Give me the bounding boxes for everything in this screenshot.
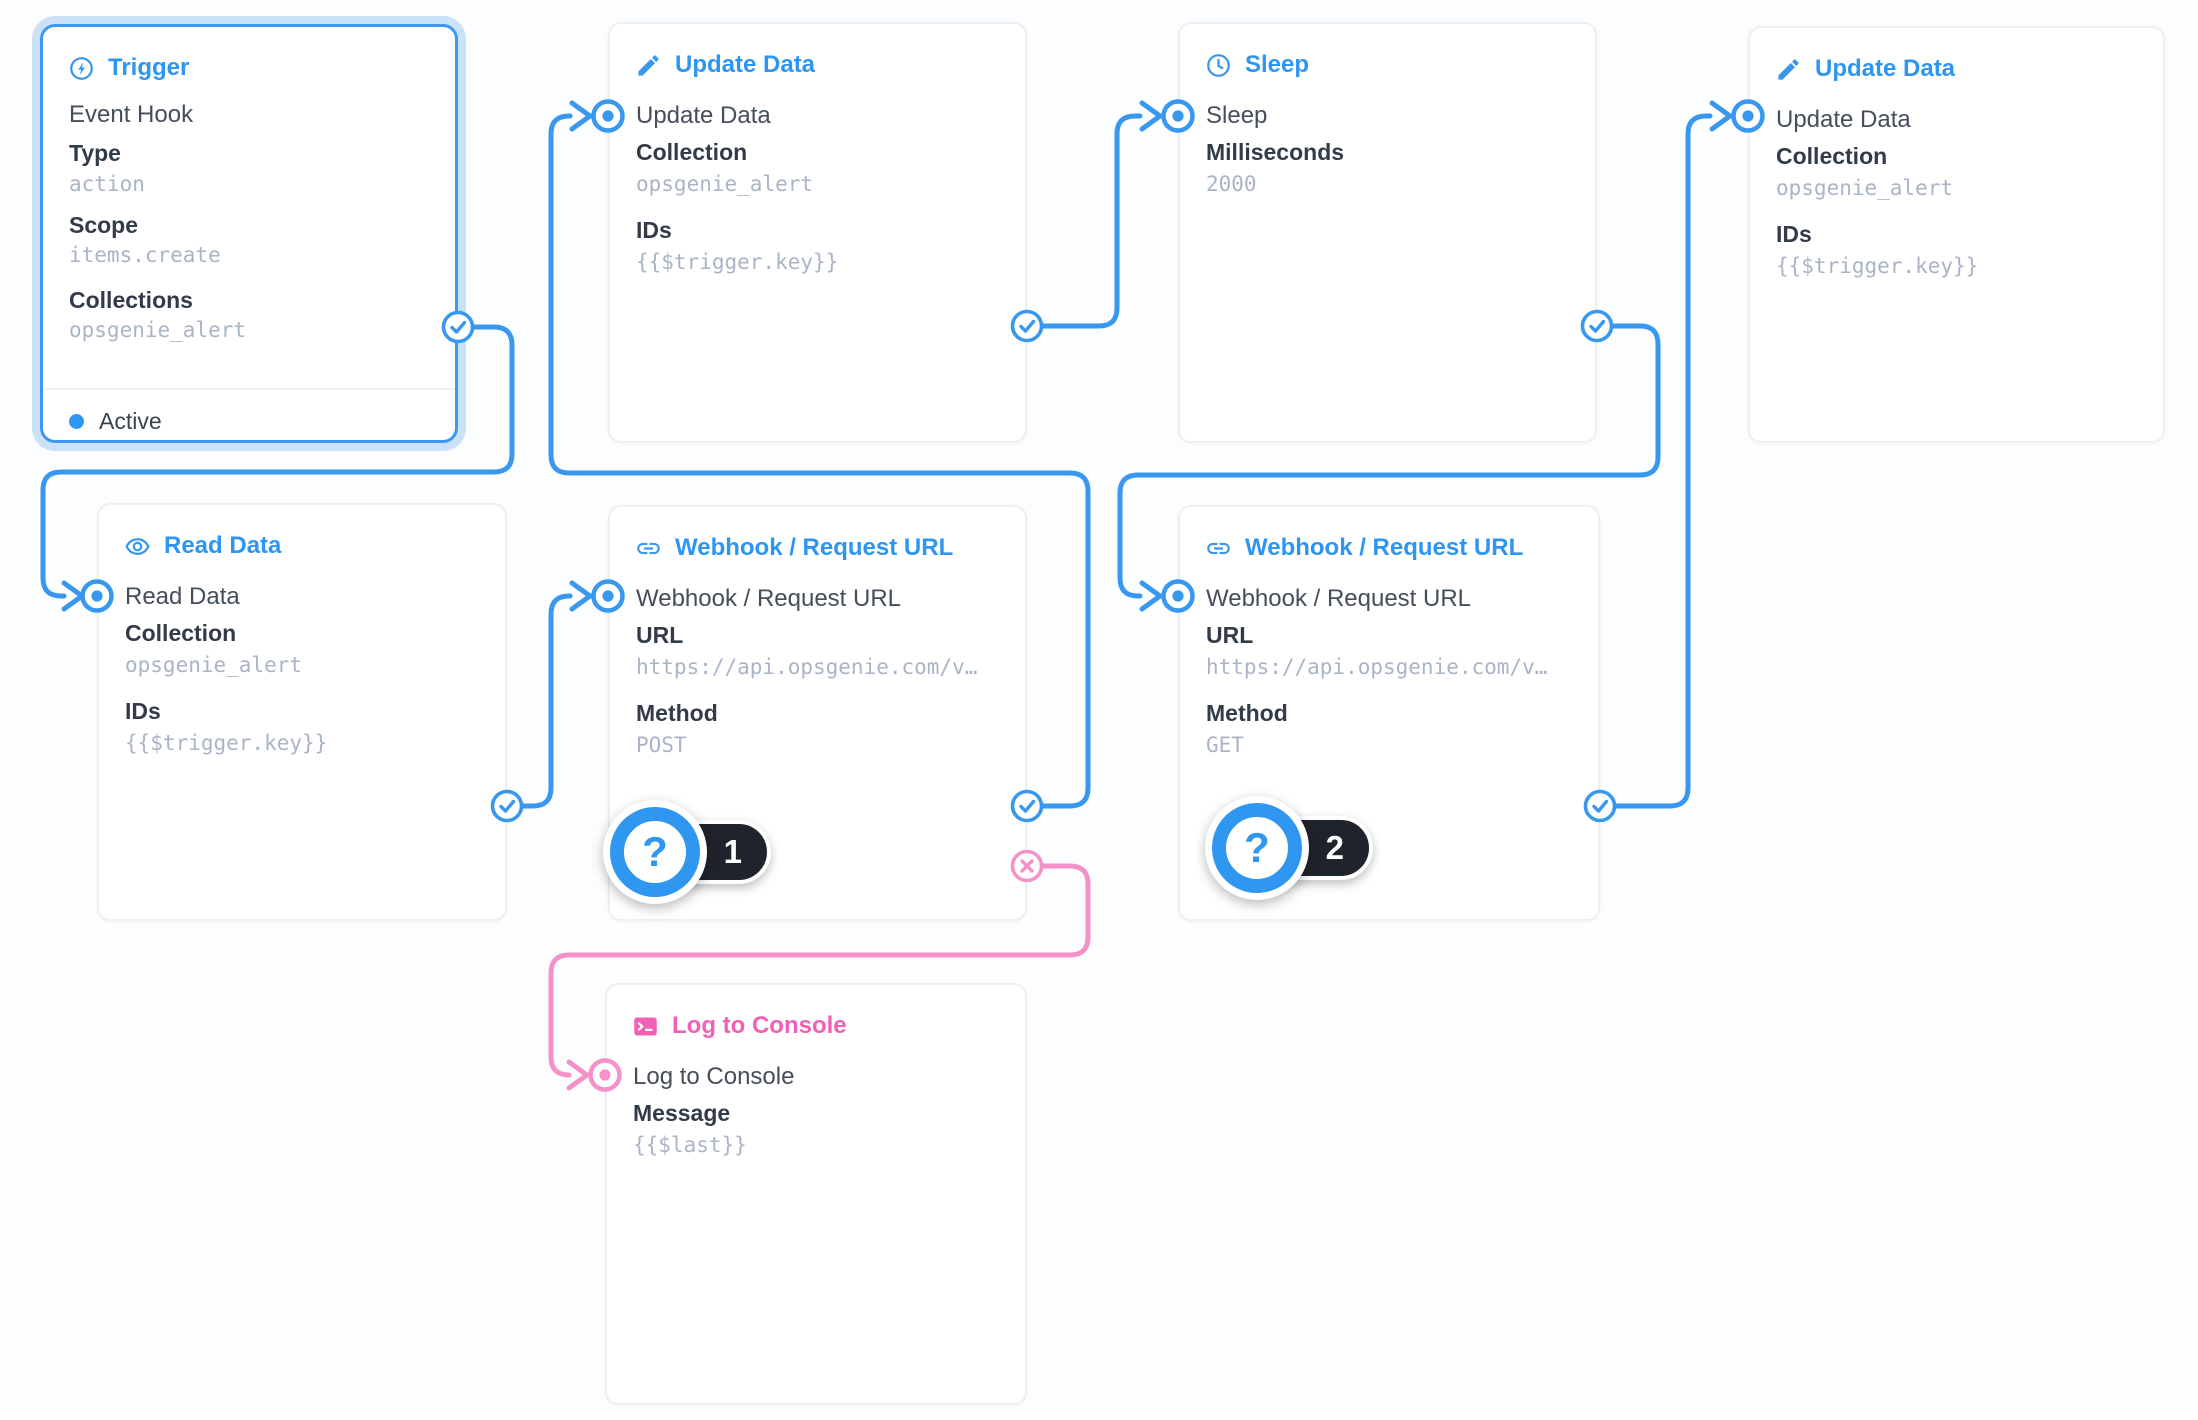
arrowhead-icon (1139, 580, 1163, 612)
field-label: Collections (69, 287, 193, 313)
arrowhead-icon (61, 580, 85, 612)
field-value: POST (636, 733, 687, 757)
input-node-webhook-post[interactable] (591, 579, 625, 613)
field-value: https://api.opsgenie.com/v… (1206, 655, 1548, 679)
field-value: opsgenie_alert (1776, 176, 1954, 200)
field-value: opsgenie_alert (69, 318, 247, 342)
status-badge: Active (69, 408, 162, 435)
input-node-update-data-1[interactable] (591, 99, 625, 133)
input-node-webhook-get[interactable] (1161, 579, 1195, 613)
field-label: Message (633, 1100, 731, 1126)
run-badge-number: 2 (1325, 829, 1344, 866)
bolt-circle-icon (68, 55, 95, 82)
link-icon (635, 535, 662, 562)
reject-node-webhook-post[interactable] (1010, 849, 1044, 883)
arrowhead-icon (1709, 100, 1733, 132)
divider (43, 388, 455, 390)
field-value: {{$trigger.key}} (125, 731, 328, 755)
field-value: {{$last}} (633, 1133, 747, 1157)
field-label: URL (1206, 622, 1254, 648)
resolve-node-update-data-1[interactable] (1010, 309, 1044, 343)
resolve-node-read-data[interactable] (490, 789, 524, 823)
resolve-node-trigger[interactable] (441, 310, 475, 344)
field-label: Method (1206, 700, 1288, 726)
operation-panel-update-data-2[interactable]: Update Data Update Data Collection opsge… (1748, 26, 2165, 443)
pencil-icon (635, 52, 662, 79)
connection-update-data-1-to-sleep (1038, 113, 1143, 329)
field-label: Type (69, 140, 121, 166)
field-value: {{$trigger.key}} (636, 250, 839, 274)
run-badge-number: 1 (723, 833, 742, 870)
field-label: Method (636, 700, 718, 726)
question-badge-icon: ? (603, 800, 707, 904)
field-value: 2000 (1206, 172, 1257, 196)
operation-name: Sleep (1206, 102, 1268, 129)
operation-panel-update-data-1[interactable]: Update Data Update Data Collection opsge… (608, 22, 1027, 443)
input-node-update-data-2[interactable] (1731, 99, 1765, 133)
question-badge-icon: ? (1205, 796, 1309, 900)
input-node-sleep[interactable] (1161, 99, 1195, 133)
field-value: opsgenie_alert (125, 653, 303, 677)
connection-webhook-get-to-update-data-2 (1611, 113, 1713, 809)
arrowhead-icon (569, 580, 593, 612)
arrowhead-icon (1139, 100, 1163, 132)
panel-title: Read Data (164, 532, 282, 559)
arrowhead-icon (566, 1059, 590, 1091)
panel-title: Webhook / Request URL (675, 534, 954, 561)
field-value: GET (1206, 733, 1244, 757)
panel-title: Sleep (1245, 51, 1310, 78)
field-label: Milliseconds (1206, 139, 1345, 165)
field-label: Collection (636, 139, 748, 165)
active-dot-icon (69, 414, 84, 429)
field-label: IDs (636, 217, 672, 243)
field-label: Collection (125, 620, 237, 646)
arrowhead-icon (569, 100, 593, 132)
trigger-panel-title: Trigger (68, 53, 189, 83)
resolve-node-webhook-get[interactable] (1583, 789, 1617, 823)
panel-title: Update Data (675, 51, 816, 78)
run-badge-webhook-get: 2 ? (1205, 796, 1385, 900)
operation-name: Webhook / Request URL (636, 585, 902, 612)
pencil-icon (1775, 56, 1802, 83)
resolve-node-webhook-post[interactable] (1010, 789, 1044, 823)
clock-icon (1205, 52, 1232, 79)
trigger-panel[interactable]: Trigger Event Hook Type action Scope ite… (40, 24, 458, 443)
field-label: Collection (1776, 143, 1888, 169)
field-value: https://api.opsgenie.com/v… (636, 655, 978, 679)
panel-title: Update Data (1815, 55, 1956, 82)
trigger-type-name: Event Hook (69, 101, 194, 128)
panel-title: Webhook / Request URL (1245, 534, 1524, 561)
field-value: opsgenie_alert (636, 172, 814, 196)
field-value: {{$trigger.key}} (1776, 254, 1979, 278)
operation-name: Webhook / Request URL (1206, 585, 1472, 612)
terminal-icon (632, 1013, 659, 1040)
operation-name: Log to Console (633, 1063, 795, 1090)
link-icon (1205, 535, 1232, 562)
operation-panel-sleep[interactable]: Sleep Sleep Milliseconds 2000 (1178, 22, 1597, 443)
field-label: Scope (69, 212, 139, 238)
field-label: URL (636, 622, 684, 648)
operation-panel-read-data[interactable]: Read Data Read Data Collection opsgenie_… (97, 503, 507, 921)
connection-read-data-to-webhook-post (518, 593, 573, 809)
operation-name: Update Data (1776, 106, 1911, 133)
input-node-read-data[interactable] (80, 579, 114, 613)
operation-name: Read Data (125, 583, 240, 610)
eye-icon (124, 533, 151, 560)
field-label: IDs (1776, 221, 1812, 247)
resolve-node-sleep[interactable] (1580, 309, 1614, 343)
field-value: items.create (69, 243, 221, 267)
field-value: action (69, 172, 145, 196)
operation-name: Update Data (636, 102, 771, 129)
panel-title: Log to Console (672, 1012, 847, 1039)
operation-panel-log-to-console[interactable]: Log to Console Log to Console Message {{… (605, 983, 1027, 1405)
run-badge-webhook-post: 1 ? (603, 800, 783, 904)
field-label: IDs (125, 698, 161, 724)
input-node-log-to-console[interactable] (588, 1058, 622, 1092)
